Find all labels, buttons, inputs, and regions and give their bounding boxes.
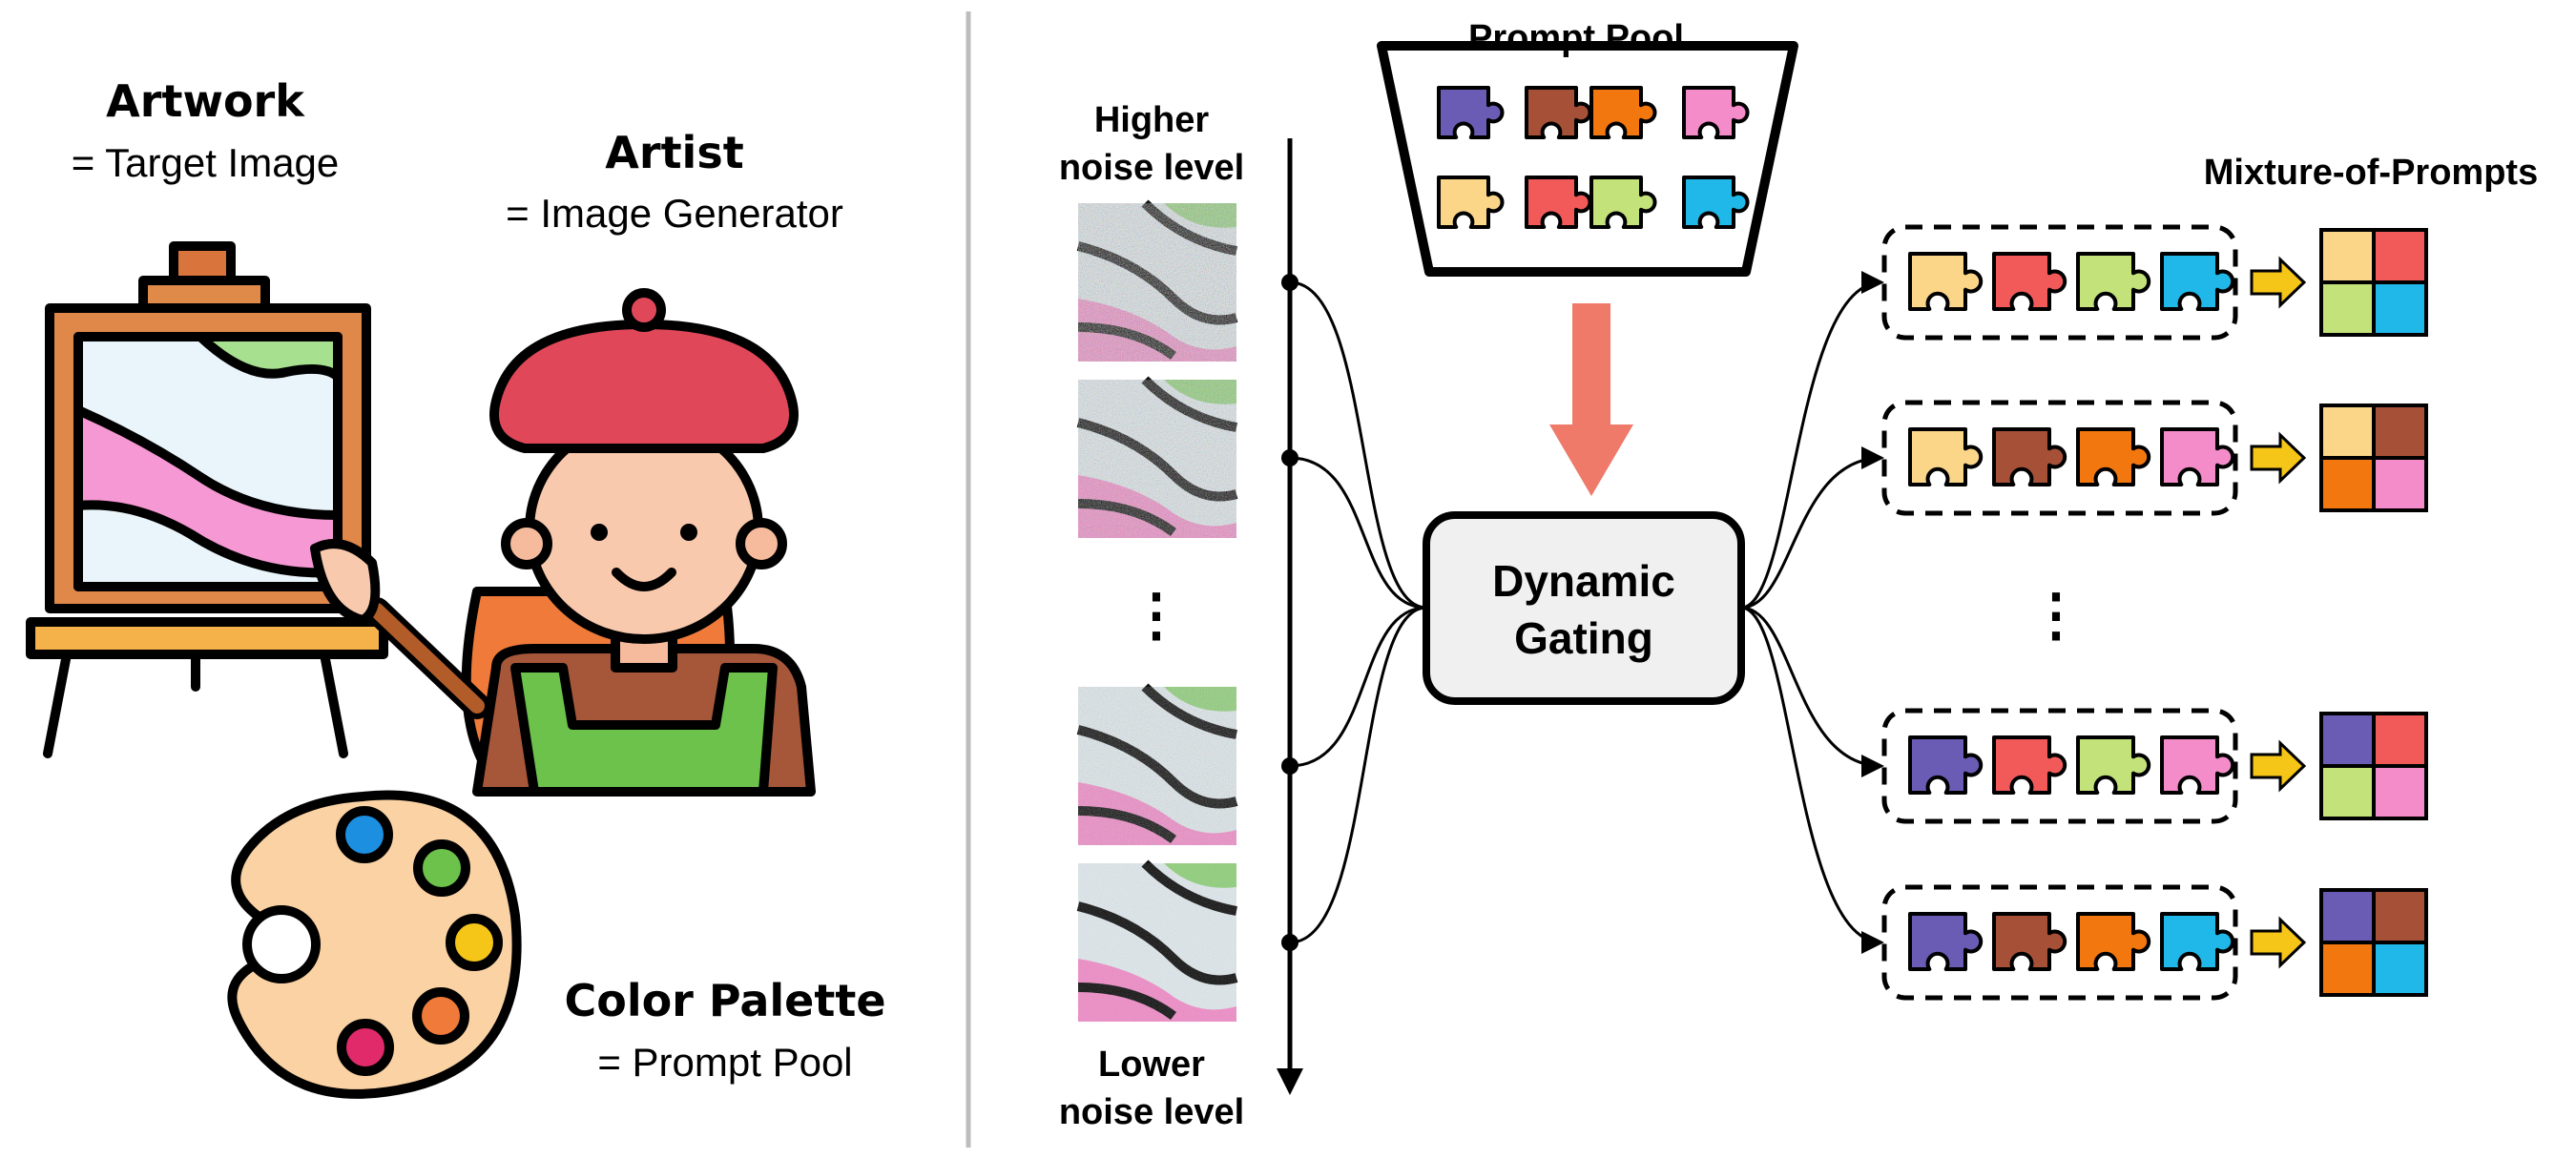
combined-prompt: [2319, 404, 2428, 512]
pool-piece-red: [1525, 176, 1592, 229]
mixture-ellipsis: ⋮: [2027, 583, 2085, 647]
artwork-title: Artwork: [106, 75, 305, 127]
mixture-row: [1740, 400, 2428, 610]
timeline-connector: [1289, 606, 1427, 944]
selected-piece-green: [2076, 252, 2151, 311]
selected-piece-orange: [2076, 427, 2151, 486]
prompt-pool-container: [1377, 41, 1798, 277]
noisy-image: [1076, 859, 1238, 1022]
gating-label-1: Dynamic: [1492, 556, 1675, 606]
mixture-row: [1740, 606, 2428, 824]
selected-piece-purple: [1908, 912, 1984, 971]
artist-desc: = Image Generator: [506, 191, 843, 236]
connections: [1281, 274, 1427, 951]
higher-noise-label-2: noise level: [1059, 148, 1244, 188]
gating-connector: [1740, 606, 1884, 954]
combine-arrow: [2250, 431, 2307, 485]
mixture-row: [1740, 606, 2428, 1001]
prompt-pool-label: Prompt Pool: [1468, 18, 1684, 58]
selected-piece-cyan: [2160, 252, 2235, 311]
selected-piece-pink: [2160, 427, 2235, 486]
artist-title: Artist: [605, 127, 743, 178]
prompt-pool-pieces: [1437, 86, 1750, 229]
selected-piece-red: [1992, 735, 2067, 795]
selected-piece-yellow: [1908, 252, 1984, 311]
selected-piece-red: [1992, 252, 2067, 311]
noisy-image: [1076, 199, 1238, 362]
mixture-rows: [1740, 224, 2428, 1001]
pool-piece-brown: [1525, 86, 1592, 139]
timeline-connector: [1289, 456, 1427, 610]
artist-illustration: [310, 288, 816, 797]
palette-desc: = Prompt Pool: [597, 1040, 852, 1085]
selected-piece-brown: [1992, 427, 2067, 486]
prompt-selection-box: [1881, 708, 2238, 824]
dynamic-gating-box: [1423, 511, 1745, 705]
timeline-connector: [1289, 606, 1427, 768]
mixture-of-prompts-label: Mixture-of-Prompts: [2204, 153, 2538, 193]
pool-piece-green: [1589, 176, 1657, 229]
noise-ellipsis: ⋮: [1128, 583, 1185, 647]
lower-noise-label-2: noise level: [1059, 1092, 1244, 1132]
selected-piece-brown: [1992, 912, 2067, 971]
selected-piece-yellow: [1908, 427, 1984, 486]
pool-piece-yellow: [1437, 176, 1505, 229]
selected-piece-purple: [1908, 735, 1984, 795]
selected-piece-cyan: [2160, 912, 2235, 971]
combine-arrow: [2250, 739, 2307, 793]
gating-connector: [1740, 446, 1884, 610]
gating-connector: [1740, 271, 1884, 610]
pool-piece-orange: [1589, 86, 1657, 139]
artwork-desc: = Target Image: [72, 140, 340, 185]
higher-noise-label-1: Higher: [1094, 100, 1210, 140]
pool-piece-cyan: [1682, 176, 1750, 229]
selected-piece-pink: [2160, 735, 2235, 795]
pool-piece-pink: [1682, 86, 1750, 139]
right-panel: Higher noise level Lower noise level ⋮ P…: [1059, 18, 2538, 1132]
combined-prompt: [2319, 712, 2428, 820]
gating-connector: [1740, 606, 1884, 777]
noisy-image-column: [1076, 199, 1238, 1022]
palette-title: Color Palette: [564, 975, 885, 1026]
lower-noise-label-1: Lower: [1098, 1045, 1205, 1085]
selected-piece-orange: [2076, 912, 2151, 971]
palette-illustration: [227, 790, 522, 1099]
combine-arrow: [2250, 256, 2307, 309]
prompt-selection-box: [1881, 884, 2238, 1001]
combine-arrow: [2250, 916, 2307, 969]
mixture-row: [1740, 224, 2428, 610]
timeline-connector: [1289, 280, 1427, 610]
selected-piece-green: [2076, 735, 2151, 795]
pool-to-gating-arrow: [1549, 303, 1633, 496]
gating-label-2: Gating: [1514, 613, 1653, 663]
prompt-selection-box: [1881, 400, 2238, 516]
prompt-selection-box: [1881, 224, 2238, 341]
pool-piece-purple: [1437, 86, 1505, 139]
combined-prompt: [2319, 228, 2428, 337]
easel-illustration: [26, 241, 388, 758]
left-panel: Artwork = Target Image Artist = Image Ge…: [26, 75, 886, 1099]
noisy-image: [1076, 376, 1238, 538]
timeline-arrowhead: [1277, 1068, 1303, 1095]
combined-prompt: [2319, 888, 2428, 997]
noisy-image: [1076, 683, 1238, 845]
